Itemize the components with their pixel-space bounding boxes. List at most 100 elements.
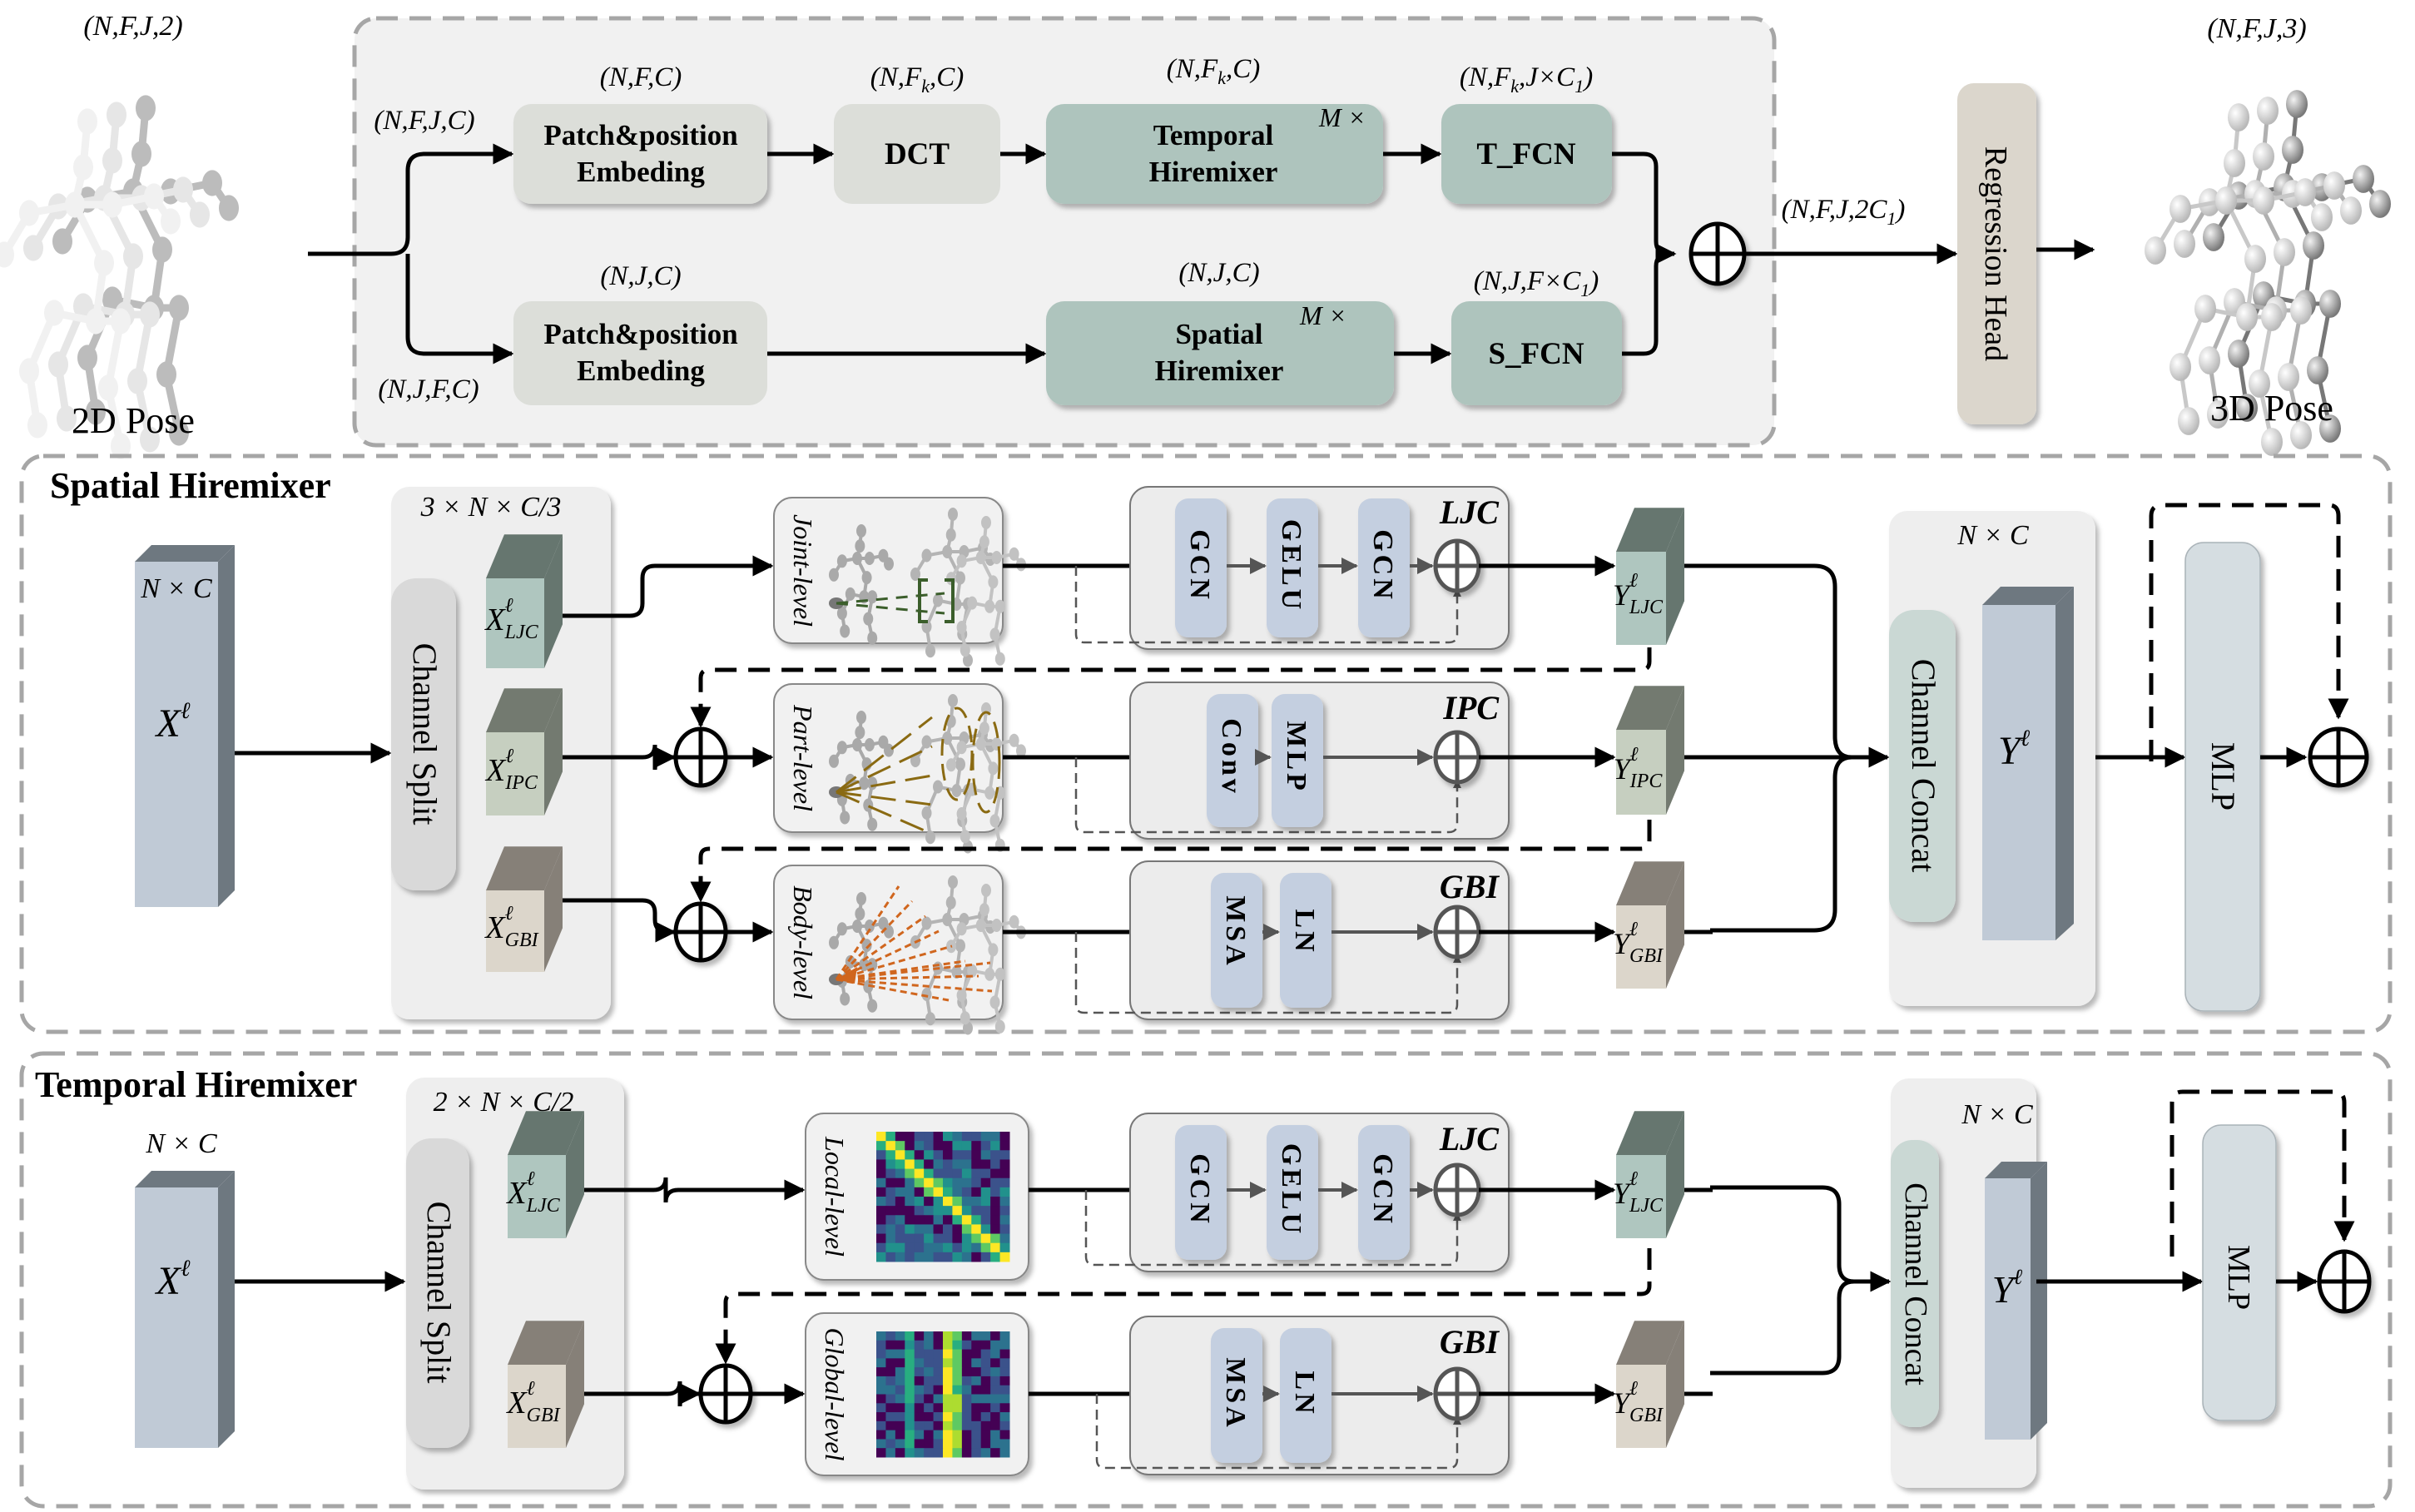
spatial-ljc-label: LJC bbox=[1439, 493, 1500, 531]
spatial-op-ln[interactable]: LN bbox=[1279, 873, 1331, 1008]
regression-head-block[interactable]: Regression Head bbox=[1957, 83, 2036, 424]
local-attention-heatmap bbox=[876, 1132, 1010, 1262]
temporal-gbi-label: GBI bbox=[1440, 1323, 1500, 1361]
dct-shape: (N,Fk,C) bbox=[870, 62, 964, 97]
temporal-op-gcn[interactable]: GCN bbox=[1357, 1125, 1410, 1260]
spatial-ipc-add-icon bbox=[673, 726, 728, 788]
dct-block[interactable]: DCT bbox=[834, 104, 1000, 204]
temporal-channel-concat-block[interactable] bbox=[1891, 1140, 1939, 1427]
temporal-embed-shape: (N,F,C) bbox=[600, 62, 682, 92]
temporal-input-dim: N × C bbox=[145, 1128, 217, 1159]
temporal-concat-dim: N × C bbox=[1961, 1099, 2033, 1130]
spatial-embed-label-line1: Patch&position bbox=[543, 318, 737, 350]
2d-pose-skeleton bbox=[0, 95, 239, 459]
spatial-channel-concat-block[interactable] bbox=[1889, 610, 1956, 922]
temporal-ljc-to-level bbox=[584, 1177, 806, 1203]
temporal-op-label: GCN bbox=[1184, 1153, 1215, 1227]
spatial-op-label: MSA bbox=[1220, 895, 1251, 969]
input-split-connector bbox=[308, 151, 508, 356]
temporal-hiremixer-label-line1: Temporal bbox=[1153, 119, 1274, 151]
temporal-gbi-add-icon bbox=[1433, 1366, 1481, 1421]
temporal-gbi-block[interactable]: GBI MSA LN bbox=[1095, 1316, 1510, 1475]
spatial-section-title: Spatial Hiremixer bbox=[50, 465, 331, 506]
spatial-ipc-inner-residual bbox=[1074, 757, 1461, 834]
spatial-op-msa[interactable]: MSA bbox=[1211, 873, 1262, 1008]
s-fcn-shape: (N,J,F×C1) bbox=[1474, 266, 1599, 300]
spatial-channel-split-block[interactable] bbox=[391, 578, 456, 890]
spatial-concat-panel: N × C Channel Concat Yℓ bbox=[1889, 511, 2095, 1006]
merge-add-icon bbox=[1689, 221, 1747, 286]
pose2d-frame bbox=[0, 108, 181, 459]
input-pose-label: 2D Pose bbox=[72, 400, 195, 441]
temporal-mlp-residual bbox=[2170, 1089, 2355, 1257]
spatial-hiremixer-block[interactable]: Spatial Hiremixer M × bbox=[1046, 300, 1394, 405]
spatial-ljc-to-level bbox=[563, 555, 774, 618]
spatial-body-level-panel: Body-level bbox=[773, 865, 1026, 1035]
temporal-op-msa[interactable]: MSA bbox=[1211, 1328, 1262, 1463]
spatial-hiremixer-label-line1: Spatial bbox=[1175, 318, 1262, 350]
spatial-level-label: Part-level bbox=[788, 704, 818, 811]
spatial-op-conv[interactable]: Conv bbox=[1207, 694, 1258, 827]
temporal-output-symbol: Yℓ bbox=[1992, 1265, 2023, 1311]
spatial-channel-split-label: Channel Split bbox=[406, 643, 444, 825]
temporal-channel-split-block[interactable] bbox=[406, 1138, 469, 1448]
regression-head-label: Regression Head bbox=[1978, 146, 2013, 362]
dct-label: DCT bbox=[885, 137, 950, 171]
temporal-mlp-block[interactable]: MLP bbox=[2202, 1124, 2277, 1421]
temporal-level-label: Global-level bbox=[820, 1328, 850, 1461]
temporal-gbi-add-icon bbox=[698, 1363, 753, 1425]
spatial-patch-embedding-block[interactable]: Patch&position Embeding bbox=[513, 301, 767, 405]
temporal-op-label: LN bbox=[1289, 1371, 1320, 1416]
temporal-output-add-icon bbox=[2317, 1249, 2372, 1314]
spatial-embed-shape: (N,J,C) bbox=[600, 261, 681, 291]
temporal-hiremixer-shape: (N,Fk,C) bbox=[1167, 54, 1260, 88]
spatial-op-gcn[interactable]: GCN bbox=[1357, 498, 1410, 637]
global-attention-heatmap bbox=[876, 1331, 1010, 1458]
spatial-op-gcn[interactable]: GCN bbox=[1175, 498, 1227, 637]
spatial-op-label: GELU bbox=[1276, 519, 1307, 612]
temporal-hiremixer-section: Temporal Hiremixer N × C Xℓ 2 × N × C/2 … bbox=[19, 1051, 2393, 1509]
spatial-ljc-block[interactable]: LJC GCN GELU GCN bbox=[1074, 486, 1510, 650]
spatial-op-mlp[interactable]: MLP bbox=[1271, 694, 1323, 827]
spatial-gbi-label: GBI bbox=[1440, 868, 1500, 905]
temporal-op-ln[interactable]: LN bbox=[1279, 1328, 1331, 1463]
temporal-level-label: Local-level bbox=[820, 1136, 850, 1257]
spatial-gbi-cross-residual bbox=[690, 820, 1652, 903]
spatial-op-label: LN bbox=[1289, 909, 1320, 954]
input-shape-label: (N,F,J,2) bbox=[83, 11, 182, 42]
temporal-mlp-label: MLP bbox=[2221, 1245, 2256, 1310]
spatial-embed-label-line2: Embeding bbox=[577, 354, 705, 387]
temporal-patch-embedding-block[interactable]: Patch&position Embeding bbox=[513, 104, 767, 204]
spatial-op-gelu[interactable]: GELU bbox=[1266, 498, 1318, 637]
spatial-input-symbol: Xℓ bbox=[155, 698, 191, 746]
t-fcn-shape: (N,Fk,J×C1) bbox=[1460, 62, 1593, 97]
temporal-section-title: Temporal Hiremixer bbox=[35, 1064, 357, 1105]
temporal-section-border bbox=[19, 1051, 2393, 1509]
temporal-hiremixer-block[interactable]: Temporal Hiremixer M × bbox=[1046, 102, 1383, 204]
temporal-gbi-inner-residual bbox=[1095, 1394, 1461, 1470]
spatial-op-label: MLP bbox=[1281, 721, 1312, 794]
spatial-mlp-block[interactable]: MLP bbox=[2184, 542, 2261, 1012]
t-fcn-block[interactable]: T_FCN bbox=[1441, 104, 1612, 204]
merge-shape: (N,F,J,2C1) bbox=[1782, 195, 1906, 229]
spatial-gbi-block[interactable]: GBI MSA LN bbox=[1074, 860, 1510, 1020]
s-fcn-block[interactable]: S_FCN bbox=[1451, 301, 1622, 405]
spatial-gbi-inner-residual bbox=[1074, 932, 1461, 1014]
3d-pose-skeleton bbox=[2145, 90, 2391, 456]
temporal-op-gelu[interactable]: GELU bbox=[1266, 1125, 1318, 1260]
temporal-op-gcn[interactable]: GCN bbox=[1175, 1125, 1227, 1260]
pose2d-frame bbox=[52, 95, 239, 446]
